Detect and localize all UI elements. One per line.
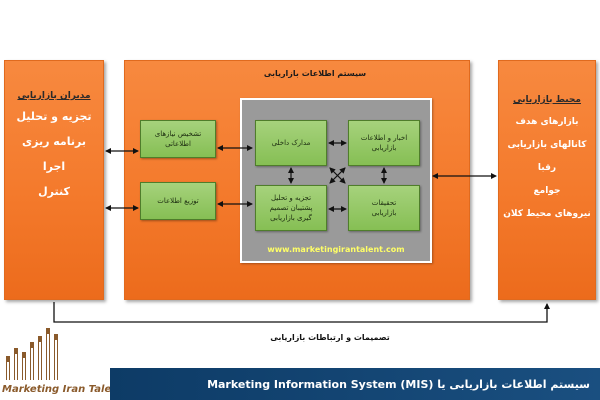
marketing-managers-title: مدیران بازاریابی xyxy=(17,91,91,101)
manager-item-planning: برنامه ریزی xyxy=(22,135,86,148)
box-information-distribution: توزیع اطلاعات xyxy=(140,182,216,220)
decisions-label: تصمیمات و ارتباطات بازاریابی xyxy=(270,333,390,342)
logo-bars-icon xyxy=(6,328,58,380)
marketing-managers-list: مدیران بازاریابی تجزیه و تحلیل برنامه ری… xyxy=(5,61,103,199)
arrow-decisions-feedback xyxy=(53,302,550,323)
environment-item-channels: کانالهای بازاریابی xyxy=(507,140,587,150)
box-decision-support-label: تجزیه و تحلیل پشتیبان تصمیم گیری بازاریا… xyxy=(269,194,313,222)
box-information-needs: تشخیص نیازهای اطلاعاتی xyxy=(140,120,216,158)
logo: Marketing Iran Talent xyxy=(0,322,124,400)
title-banner: Marketing Information System (MIS) سیستم… xyxy=(110,368,600,400)
box-marketing-intelligence: اخبار و اطلاعات بازاریابی xyxy=(348,120,420,166)
manager-item-control: کنترل xyxy=(38,185,70,198)
marketing-environment-title: محیط بازاریابی xyxy=(513,95,581,105)
manager-item-analysis: تجزیه و تحلیل xyxy=(16,110,92,123)
box-information-distribution-label: توزیع اطلاعات xyxy=(157,197,199,205)
arrow-diagonal-2 xyxy=(329,167,346,184)
marketing-managers-panel: مدیران بازاریابی تجزیه و تحلیل برنامه ری… xyxy=(4,60,104,300)
box-marketing-research: تحقیقات بازاریابی xyxy=(348,185,420,231)
marketing-environment-panel: محیط بازاریابی بازارهای هدف کانالهای باز… xyxy=(498,60,596,300)
manager-item-implementation: اجرا xyxy=(42,160,66,173)
logo-text: Marketing Iran Talent xyxy=(2,384,124,395)
mis-title: سیستم اطلاعات بازاریابی xyxy=(263,69,367,78)
marketing-environment-list: محیط بازاریابی بازارهای هدف کانالهای باز… xyxy=(499,61,595,220)
box-marketing-research-label: تحقیقات بازاریابی xyxy=(371,199,397,217)
box-information-needs-label: تشخیص نیازهای اطلاعاتی xyxy=(154,130,202,148)
box-marketing-intelligence-label: اخبار و اطلاعات بازاریابی xyxy=(360,134,408,152)
environment-item-competitors: رقبا xyxy=(537,163,557,173)
website-url: www.marketingirantalent.com xyxy=(267,245,405,254)
box-internal-records: مدارک داخلی xyxy=(255,120,327,166)
environment-item-macro-forces: نیروهای محیط کلان xyxy=(503,209,591,219)
title-banner-text: Marketing Information System (MIS) سیستم… xyxy=(207,377,590,391)
box-decision-support: تجزیه و تحلیل پشتیبان تصمیم گیری بازاریا… xyxy=(255,185,327,231)
box-internal-records-label: مدارک داخلی xyxy=(271,139,311,147)
environment-item-target-markets: بازارهای هدف xyxy=(515,117,579,127)
environment-item-publics: جوامع xyxy=(533,186,561,196)
